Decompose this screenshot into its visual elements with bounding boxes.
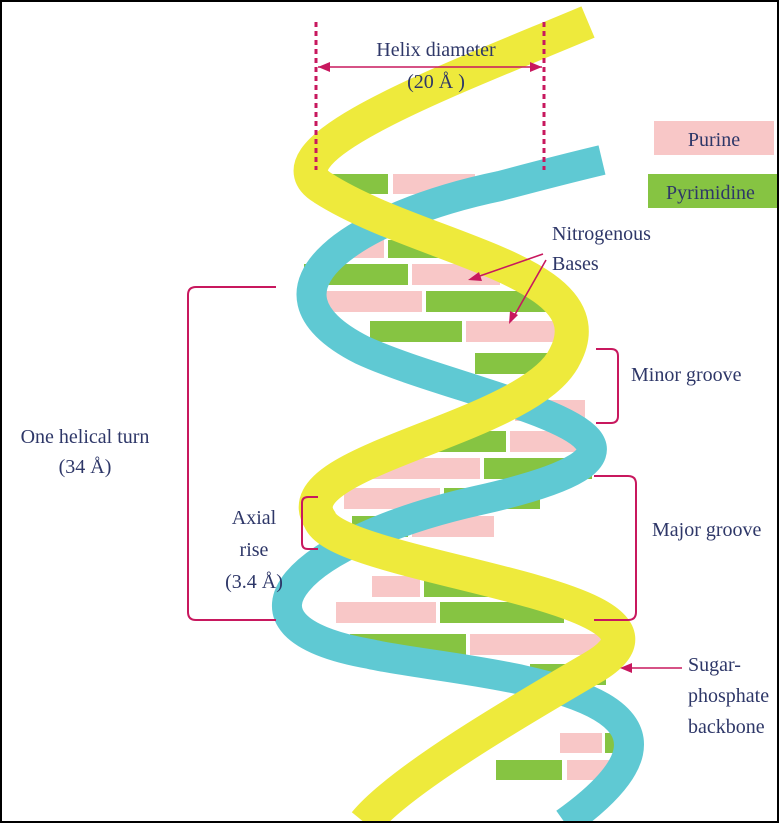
dna-diagram: Purine Pyrimidine Helix diameter (20 Å )… (0, 0, 779, 823)
image-border (0, 0, 779, 823)
